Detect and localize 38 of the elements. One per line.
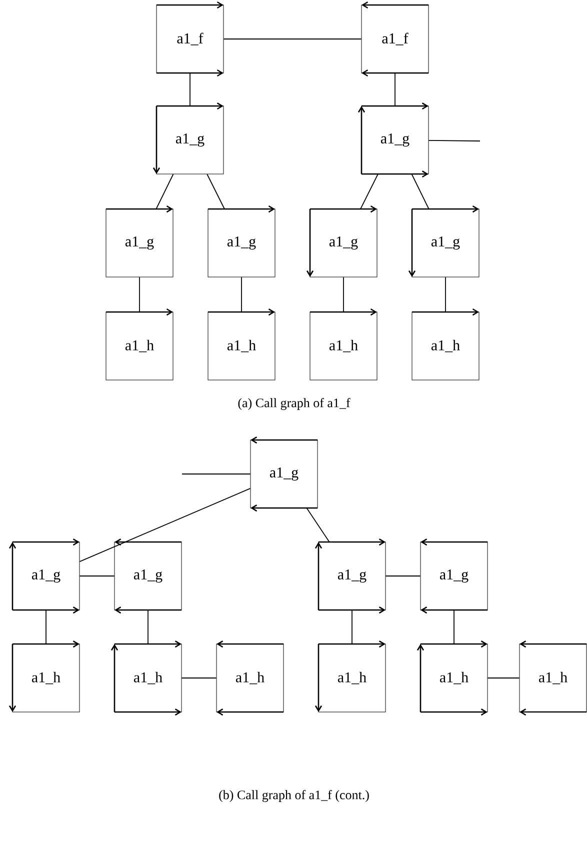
- connector-line: [139, 276, 140, 312]
- function-box: a1_g: [106, 205, 174, 278]
- connector-line: [360, 174, 378, 210]
- connector-line: [156, 174, 174, 210]
- function-box: a1_f: [156, 1, 224, 77]
- function-box: a1_h: [314, 640, 386, 712]
- function-box: a1_h: [8, 640, 80, 712]
- function-box: a1_g: [8, 538, 80, 614]
- connector-line: [223, 38, 362, 40]
- function-box: a1_h: [519, 640, 587, 716]
- function-box: a1_g: [250, 436, 318, 512]
- function-box: a1_h: [216, 640, 284, 716]
- function-box: a1_h: [208, 308, 276, 380]
- function-box: a1_g: [306, 205, 378, 278]
- function-box: a1_g: [314, 538, 386, 614]
- function-box: a1_g: [408, 205, 480, 278]
- connector-line: [428, 140, 480, 142]
- function-box: a1_g: [358, 102, 429, 178]
- function-box: a1_h: [310, 308, 378, 380]
- function-box: a1_h: [110, 640, 182, 716]
- connector-line: [306, 508, 330, 542]
- function-box: a1_h: [106, 308, 174, 380]
- function-box: a1_h: [416, 640, 488, 716]
- connector-line: [79, 488, 251, 562]
- function-box: a1_f: [361, 1, 429, 77]
- caption: (b) Call graph of a1_f (cont.): [219, 790, 369, 802]
- function-box: a1_g: [420, 538, 488, 614]
- function-box: a1_h: [412, 308, 480, 380]
- connector-line: [206, 174, 225, 210]
- function-box: a1_g: [208, 205, 276, 278]
- connector-line: [445, 276, 446, 312]
- function-box: a1_g: [114, 538, 182, 614]
- connector-line: [343, 276, 344, 312]
- connector-line: [411, 174, 430, 210]
- function-box: a1_g: [152, 102, 224, 174]
- connector-line: [394, 72, 396, 106]
- connector-line: [241, 276, 242, 312]
- caption: (a) Call graph of a1_f: [238, 398, 350, 410]
